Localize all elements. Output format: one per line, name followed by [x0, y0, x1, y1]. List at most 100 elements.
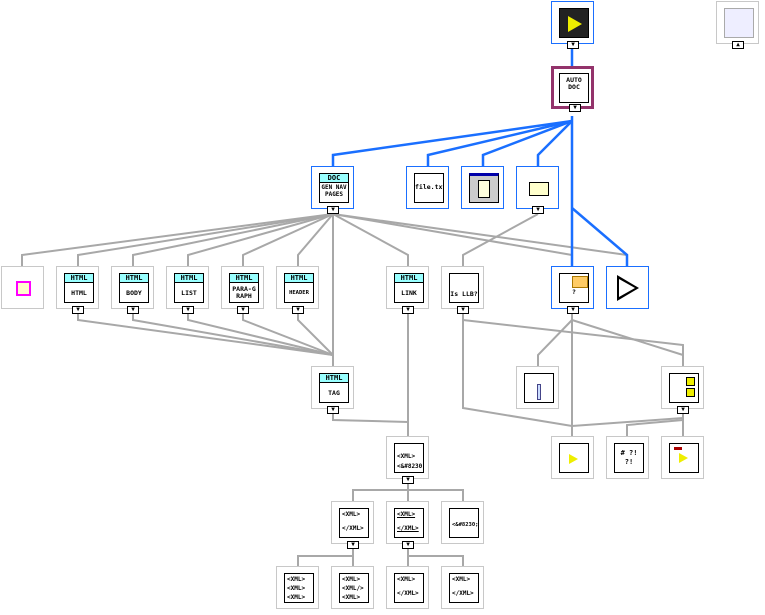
vi-icon: <XML> <XML> <XML> — [284, 573, 314, 603]
expand-arrow[interactable]: ▼ — [457, 306, 469, 314]
expand-arrow[interactable]: ▼ — [402, 306, 414, 314]
dialog-node[interactable] — [461, 166, 504, 209]
file-txt-node[interactable]: file.txt — [406, 166, 449, 209]
node-label: GEN NAV PAGES — [321, 184, 347, 198]
node-label: <XML> — [342, 594, 361, 601]
vi-icon: <XML> </XML> — [394, 573, 424, 603]
vi-icon: Is LLB? — [449, 273, 479, 303]
vi-icon: <XML> </XML> — [339, 508, 369, 538]
expand-arrow[interactable]: ▼ — [532, 206, 544, 214]
empty-string-node[interactable] — [1, 266, 44, 309]
expand-arrow[interactable]: ▼ — [127, 306, 139, 314]
html-paragraph-node[interactable]: HTML PARA-GRAPH ▼ — [221, 266, 264, 314]
expand-arrow[interactable]: ▼ — [237, 306, 249, 314]
node-label: LIST — [181, 289, 197, 297]
expand-arrow[interactable]: ▼ — [347, 541, 359, 549]
node-label: </XML> — [452, 590, 474, 597]
convert-node[interactable]: # ?! ?! — [606, 436, 649, 479]
node-label: <XML> — [287, 585, 306, 592]
node-label: <XML> — [287, 576, 306, 583]
vi-tree-node[interactable] — [606, 266, 649, 309]
is-llb-node[interactable]: Is LLB? ▼ — [441, 266, 484, 314]
node-label: <XML> — [397, 576, 416, 583]
node-label: PARA-GRAPH — [232, 285, 256, 300]
expand-arrow[interactable]: ▼ — [292, 306, 304, 314]
node-label: file.txt — [415, 183, 444, 191]
html-header-node[interactable]: HTML HEADER ▼ — [276, 266, 319, 314]
vi-password-icon — [669, 443, 699, 473]
expand-arrow[interactable]: ▼ — [569, 104, 581, 112]
node-label: HTML — [395, 274, 423, 283]
node-label: ? — [572, 288, 576, 296]
node-label: HTML — [175, 274, 203, 283]
expand-arrow[interactable]: ▼ — [402, 476, 414, 484]
node-label: <XML> — [397, 453, 416, 460]
node-label: <XML> — [342, 576, 361, 583]
xml-g-node[interactable]: <XML></XML> — [441, 566, 484, 609]
node-label: DOC — [320, 174, 348, 183]
top-vi-node[interactable]: ▼ — [551, 1, 594, 49]
node-label: <&#8230;;> — [397, 463, 423, 470]
expand-arrow[interactable]: ▼ — [182, 306, 194, 314]
node-label: HTML — [120, 274, 148, 283]
vi-icon: # ?! ?! — [614, 443, 644, 473]
hierarchy-corner-node[interactable]: ▲ — [716, 1, 759, 49]
expand-arrow[interactable]: ▼ — [327, 206, 339, 214]
llb-tree-node[interactable]: ▼ — [661, 366, 704, 414]
xml-element-node[interactable]: <XML></XML>▼ — [386, 501, 429, 549]
vi-icon: HTML LIST — [174, 273, 204, 303]
folder-node[interactable]: ▼ — [516, 166, 559, 214]
blue-wires — [331, 44, 629, 266]
vi-file-icon — [559, 443, 589, 473]
node-label: </XML> — [342, 525, 364, 532]
llb-tree-icon — [669, 373, 699, 403]
vi-file-node[interactable] — [551, 436, 594, 479]
node-label: <XML> — [342, 511, 361, 518]
node-label: HTML — [320, 374, 348, 383]
node-label: HTML — [230, 274, 258, 283]
copy-vi-icon — [524, 373, 554, 403]
expand-arrow[interactable]: ▼ — [567, 41, 579, 49]
node-label: <XML> — [287, 594, 306, 601]
xml-d-node[interactable]: <XML> <XML> <XML> — [276, 566, 319, 609]
node-label: </XML> — [397, 590, 419, 597]
node-label: <&#8230;;> — [452, 522, 479, 528]
node-label: AUTO — [566, 76, 582, 84]
vi-icon: file.txt — [414, 173, 444, 203]
expand-arrow[interactable]: ▼ — [402, 541, 414, 549]
expand-arrow[interactable]: ▼ — [72, 306, 84, 314]
vi-icon: <XML> <&#8230;;> — [394, 443, 424, 473]
waveform-play-icon — [559, 8, 589, 38]
copy-vi-node[interactable] — [516, 366, 559, 409]
xml-escape-sub-node[interactable]: <&#8230;;> — [441, 501, 484, 544]
xml-f-node[interactable]: <XML> </XML> — [386, 566, 429, 609]
expand-arrow[interactable]: ▼ — [677, 406, 689, 414]
xml-open-close-node[interactable]: <XML> </XML> ▼ — [331, 501, 374, 549]
expand-arrow[interactable]: ▼ — [567, 306, 579, 314]
xml-escape-node[interactable]: <XML> <&#8230;;> ▼ — [386, 436, 429, 484]
collapse-arrow[interactable]: ▲ — [732, 41, 744, 49]
node-label: HTML — [71, 289, 87, 297]
vi-password-node[interactable] — [661, 436, 704, 479]
node-label: HEADER — [289, 290, 309, 296]
empty-string-icon — [16, 281, 31, 296]
node-label: HTML — [285, 274, 313, 283]
expand-arrow[interactable]: ▼ — [327, 406, 339, 414]
vi-icon: HTML PARA-GRAPH — [229, 273, 259, 303]
hierarchy-icon — [724, 8, 754, 38]
xml-e-node[interactable]: <XML><XML/><XML> — [331, 566, 374, 609]
node-label: Is LLB? — [450, 290, 478, 298]
file-check-node[interactable]: ?▼ — [551, 266, 594, 314]
vi-icon: <&#8230;;> — [449, 508, 479, 538]
html-list-node[interactable]: HTML LIST ▼ — [166, 266, 209, 314]
